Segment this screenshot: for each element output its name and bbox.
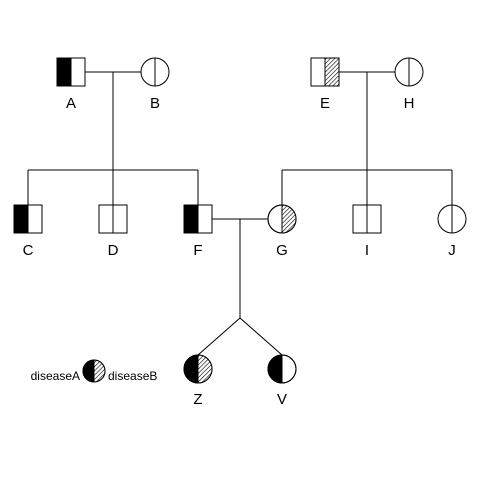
legend-label-disease-b: diseaseB — [108, 369, 157, 383]
individual-a — [56, 57, 86, 87]
label-f: F — [193, 242, 202, 259]
label-h: H — [404, 95, 415, 112]
individual-f — [183, 204, 213, 234]
label-c: C — [23, 242, 34, 259]
individual-i — [352, 204, 382, 234]
label-i: I — [365, 242, 369, 259]
label-z: Z — [193, 391, 202, 408]
legend-symbol — [82, 359, 106, 383]
individual-b — [140, 57, 170, 87]
label-v: V — [277, 391, 287, 408]
label-a: A — [66, 95, 76, 112]
label-e: E — [320, 95, 330, 112]
individual-h — [394, 57, 424, 87]
individual-g — [267, 204, 297, 234]
legend: diseaseA diseaseB — [31, 359, 157, 383]
individual-v — [267, 354, 297, 384]
legend-label-disease-a: diseaseA — [31, 369, 80, 383]
individual-labels: A B E H C D F G I J Z V — [23, 95, 456, 408]
label-g: G — [276, 242, 288, 259]
individual-j — [437, 204, 467, 234]
individual-d — [98, 204, 128, 234]
individual-z — [183, 354, 213, 384]
label-d: D — [108, 242, 119, 259]
individual-e — [310, 57, 340, 87]
label-j: J — [448, 242, 456, 259]
individual-c — [13, 204, 43, 234]
twin-line-v — [239, 317, 283, 356]
twin-line-z — [197, 317, 241, 356]
relationship-lines — [27, 71, 453, 356]
label-b: B — [150, 95, 160, 112]
